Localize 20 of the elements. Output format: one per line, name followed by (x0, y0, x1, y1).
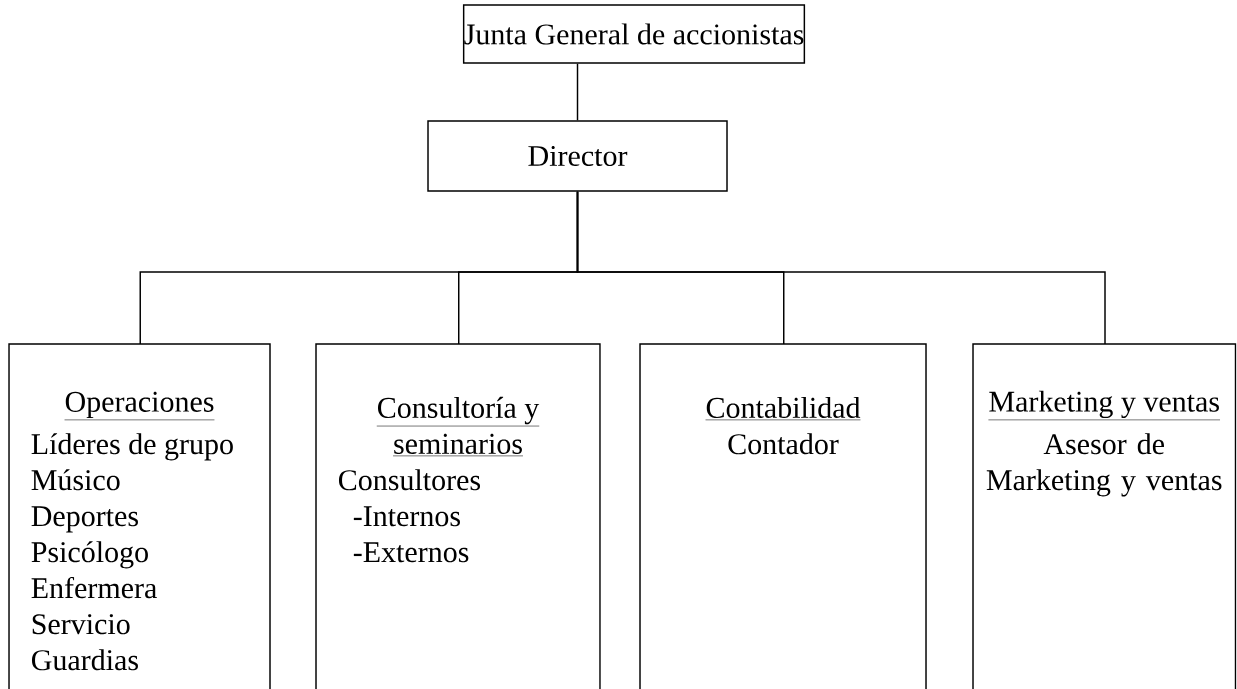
job-title: Servicio (32, 614, 130, 635)
job-title: Contador (728, 433, 839, 455)
connector-line (576, 191, 1106, 345)
job-title: Líderes de grupo (31, 433, 233, 461)
job-title: -Internos (353, 506, 460, 527)
job-title: Guardias (31, 649, 138, 671)
job-title: Psicólogo (31, 541, 148, 569)
job-title: Músico (31, 469, 120, 491)
department-heading: Operaciones (64, 391, 215, 421)
department-heading: Marketing y ventas (988, 390, 1221, 421)
position-box: Junta General de accionistas (462, 4, 806, 64)
job-title: Asesor de Marketing y ventas (986, 433, 1222, 497)
job-title: Deportes (31, 506, 138, 533)
department-heading: Consultoría y seminarios (376, 396, 540, 457)
position-box: Director (427, 120, 728, 192)
department-heading: Contabilidad (705, 396, 861, 421)
job-title: -Externos (353, 542, 469, 563)
connector-line (576, 63, 579, 121)
job-title: Consultores (338, 469, 480, 491)
job-title: Enfermera (31, 576, 157, 599)
